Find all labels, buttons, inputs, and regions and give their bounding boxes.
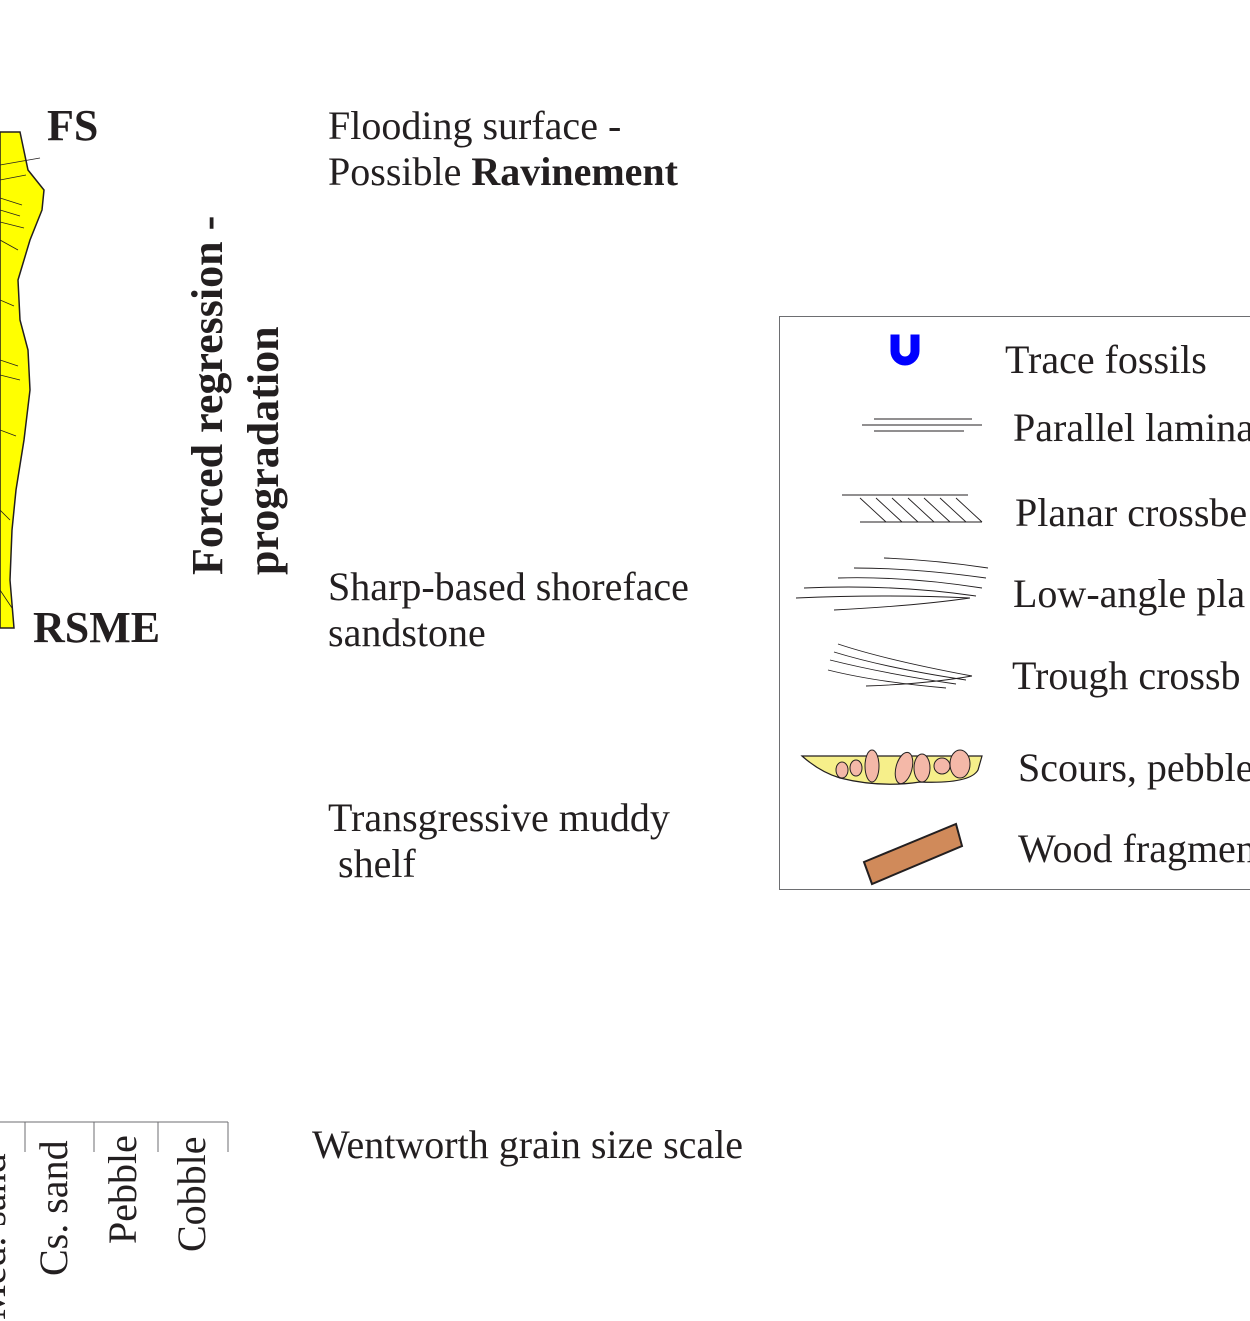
scour-pebbles-icon (800, 749, 983, 785)
forced-regression-line1: Forced regression - (183, 215, 232, 575)
flooding-surface-text: Flooding surface - Possible Ravinement (328, 103, 678, 195)
fs-surface-label: FS (47, 101, 99, 150)
legend-scours-pebbles: Scours, pebble (1018, 745, 1250, 790)
flooding-surface-line1: Flooding surface - (328, 103, 622, 148)
grain-scale-frame (0, 1121, 229, 1152)
trough-crossbedding-icon (827, 643, 973, 689)
grain-cs-sand: Cs. sand (31, 1140, 76, 1276)
forced-regression-title: Forced regression - progradation (180, 216, 292, 575)
legend-planar-crossbedding: Planar crossbe (1015, 490, 1248, 535)
forced-regression-line2: progradation (239, 326, 288, 575)
legend-parallel-lamina: Parallel lamina (1013, 405, 1250, 450)
muddy-shelf-line1: Transgressive muddy (328, 795, 670, 840)
muddy-shelf-text: Transgressive muddy shelf (328, 795, 670, 887)
grain-med-sand: Med. sand (0, 1153, 14, 1320)
flooding-surface-prefix: Possible (328, 149, 472, 194)
legend-trace-fossils: Trace fossils (1005, 337, 1207, 382)
legend-wood-fragments: Wood fragmen (1018, 826, 1250, 871)
flooding-surface-line2: Possible Ravinement (328, 149, 678, 195)
legend-low-angle: Low-angle pla (1013, 571, 1246, 616)
parallel-lamination-icon (862, 418, 982, 432)
wood-fragment-icon (862, 822, 964, 886)
planar-crossbedding-icon (842, 494, 983, 523)
legend-box (779, 316, 1250, 890)
muddy-shelf-line2: shelf (338, 841, 416, 886)
shoreface-line2: sandstone (328, 610, 486, 655)
legend-trough-crossbedding: Trough crossb (1012, 653, 1241, 698)
grain-pebble: Pebble (100, 1135, 145, 1244)
shoreface-line1: Sharp-based shoreface (328, 564, 689, 609)
shoreface-text: Sharp-based shoreface sandstone (328, 564, 689, 656)
sandstone-log-column (0, 131, 45, 629)
wentworth-scale-title: Wentworth grain size scale (312, 1122, 744, 1167)
rsme-surface-label: RSME (33, 603, 161, 652)
u-burrow-icon (890, 334, 920, 366)
grain-cobble: Cobble (169, 1136, 214, 1252)
low-angle-lamination-icon (795, 557, 989, 611)
ravinement-text: Ravinement (471, 149, 678, 194)
